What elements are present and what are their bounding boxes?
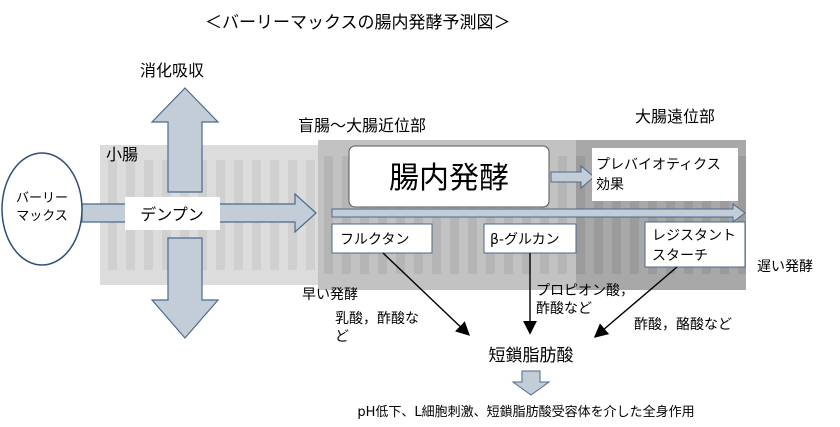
barley-max-line1: バーリー: [16, 191, 68, 206]
barley-max-line2: マックス: [16, 209, 68, 224]
distal-colon-label: 大腸遠位部: [635, 107, 715, 126]
prebiotic-box: [592, 148, 738, 201]
early-fermentation-label: 早い発酵: [302, 287, 358, 303]
resistant-starch-line2: スターチ: [652, 248, 708, 264]
resistant-starch-box: [644, 221, 746, 268]
diagram-title: ＜バーリーマックスの腸内発酵予測図＞: [205, 13, 511, 33]
prebiotic-line1: プレバイオティクス: [596, 157, 721, 173]
prebiotic-line2: 効果: [596, 177, 624, 193]
beta-glucan-label: β-グルカン: [490, 232, 560, 248]
starch-label: デンプン: [140, 205, 204, 224]
early-acids-line2: ど: [335, 329, 349, 345]
scfa-label: 短鎖脂肪酸: [489, 346, 574, 366]
small-intestine-label: 小腸: [106, 145, 138, 164]
proximal-colon-label: 盲腸～大腸近位部: [298, 116, 426, 135]
early-acids-line1: 乳酸，酢酸な: [335, 311, 419, 327]
resistant-starch-line1: レジスタント: [652, 228, 736, 244]
absorption-up-arrow: [150, 87, 220, 193]
fermentation-label: 腸内発酵: [389, 161, 509, 196]
prebiotic-arrow: [550, 164, 595, 190]
late-fermentation-label: 遅い発酵: [757, 259, 813, 275]
effect-arrow: [511, 370, 551, 396]
late-to-scfa-arrow: [593, 266, 678, 338]
middle-acids-line2: 酢酸など: [536, 301, 592, 317]
effect-text: pH低下、L細胞刺激、短鎖脂肪酸受容体を介した全身作用: [357, 404, 694, 420]
absorption-label: 消化吸収: [140, 61, 204, 80]
late-acids-label: 酢酸，酪酸など: [634, 317, 732, 333]
absorption-down-arrow: [150, 237, 220, 339]
starch-box: [125, 197, 220, 230]
barley-max-node: バーリー マックス: [1, 152, 83, 266]
early-to-scfa-arrow: [382, 252, 471, 336]
fermentation-box: [348, 145, 550, 208]
middle-acids-line1: プロピオン酸，: [536, 283, 634, 299]
colon-transit-arrow: [331, 203, 746, 223]
fructan-box: [331, 223, 433, 254]
beta-glucan-box: [483, 223, 577, 254]
fructan-label: フルクタン: [340, 232, 409, 248]
